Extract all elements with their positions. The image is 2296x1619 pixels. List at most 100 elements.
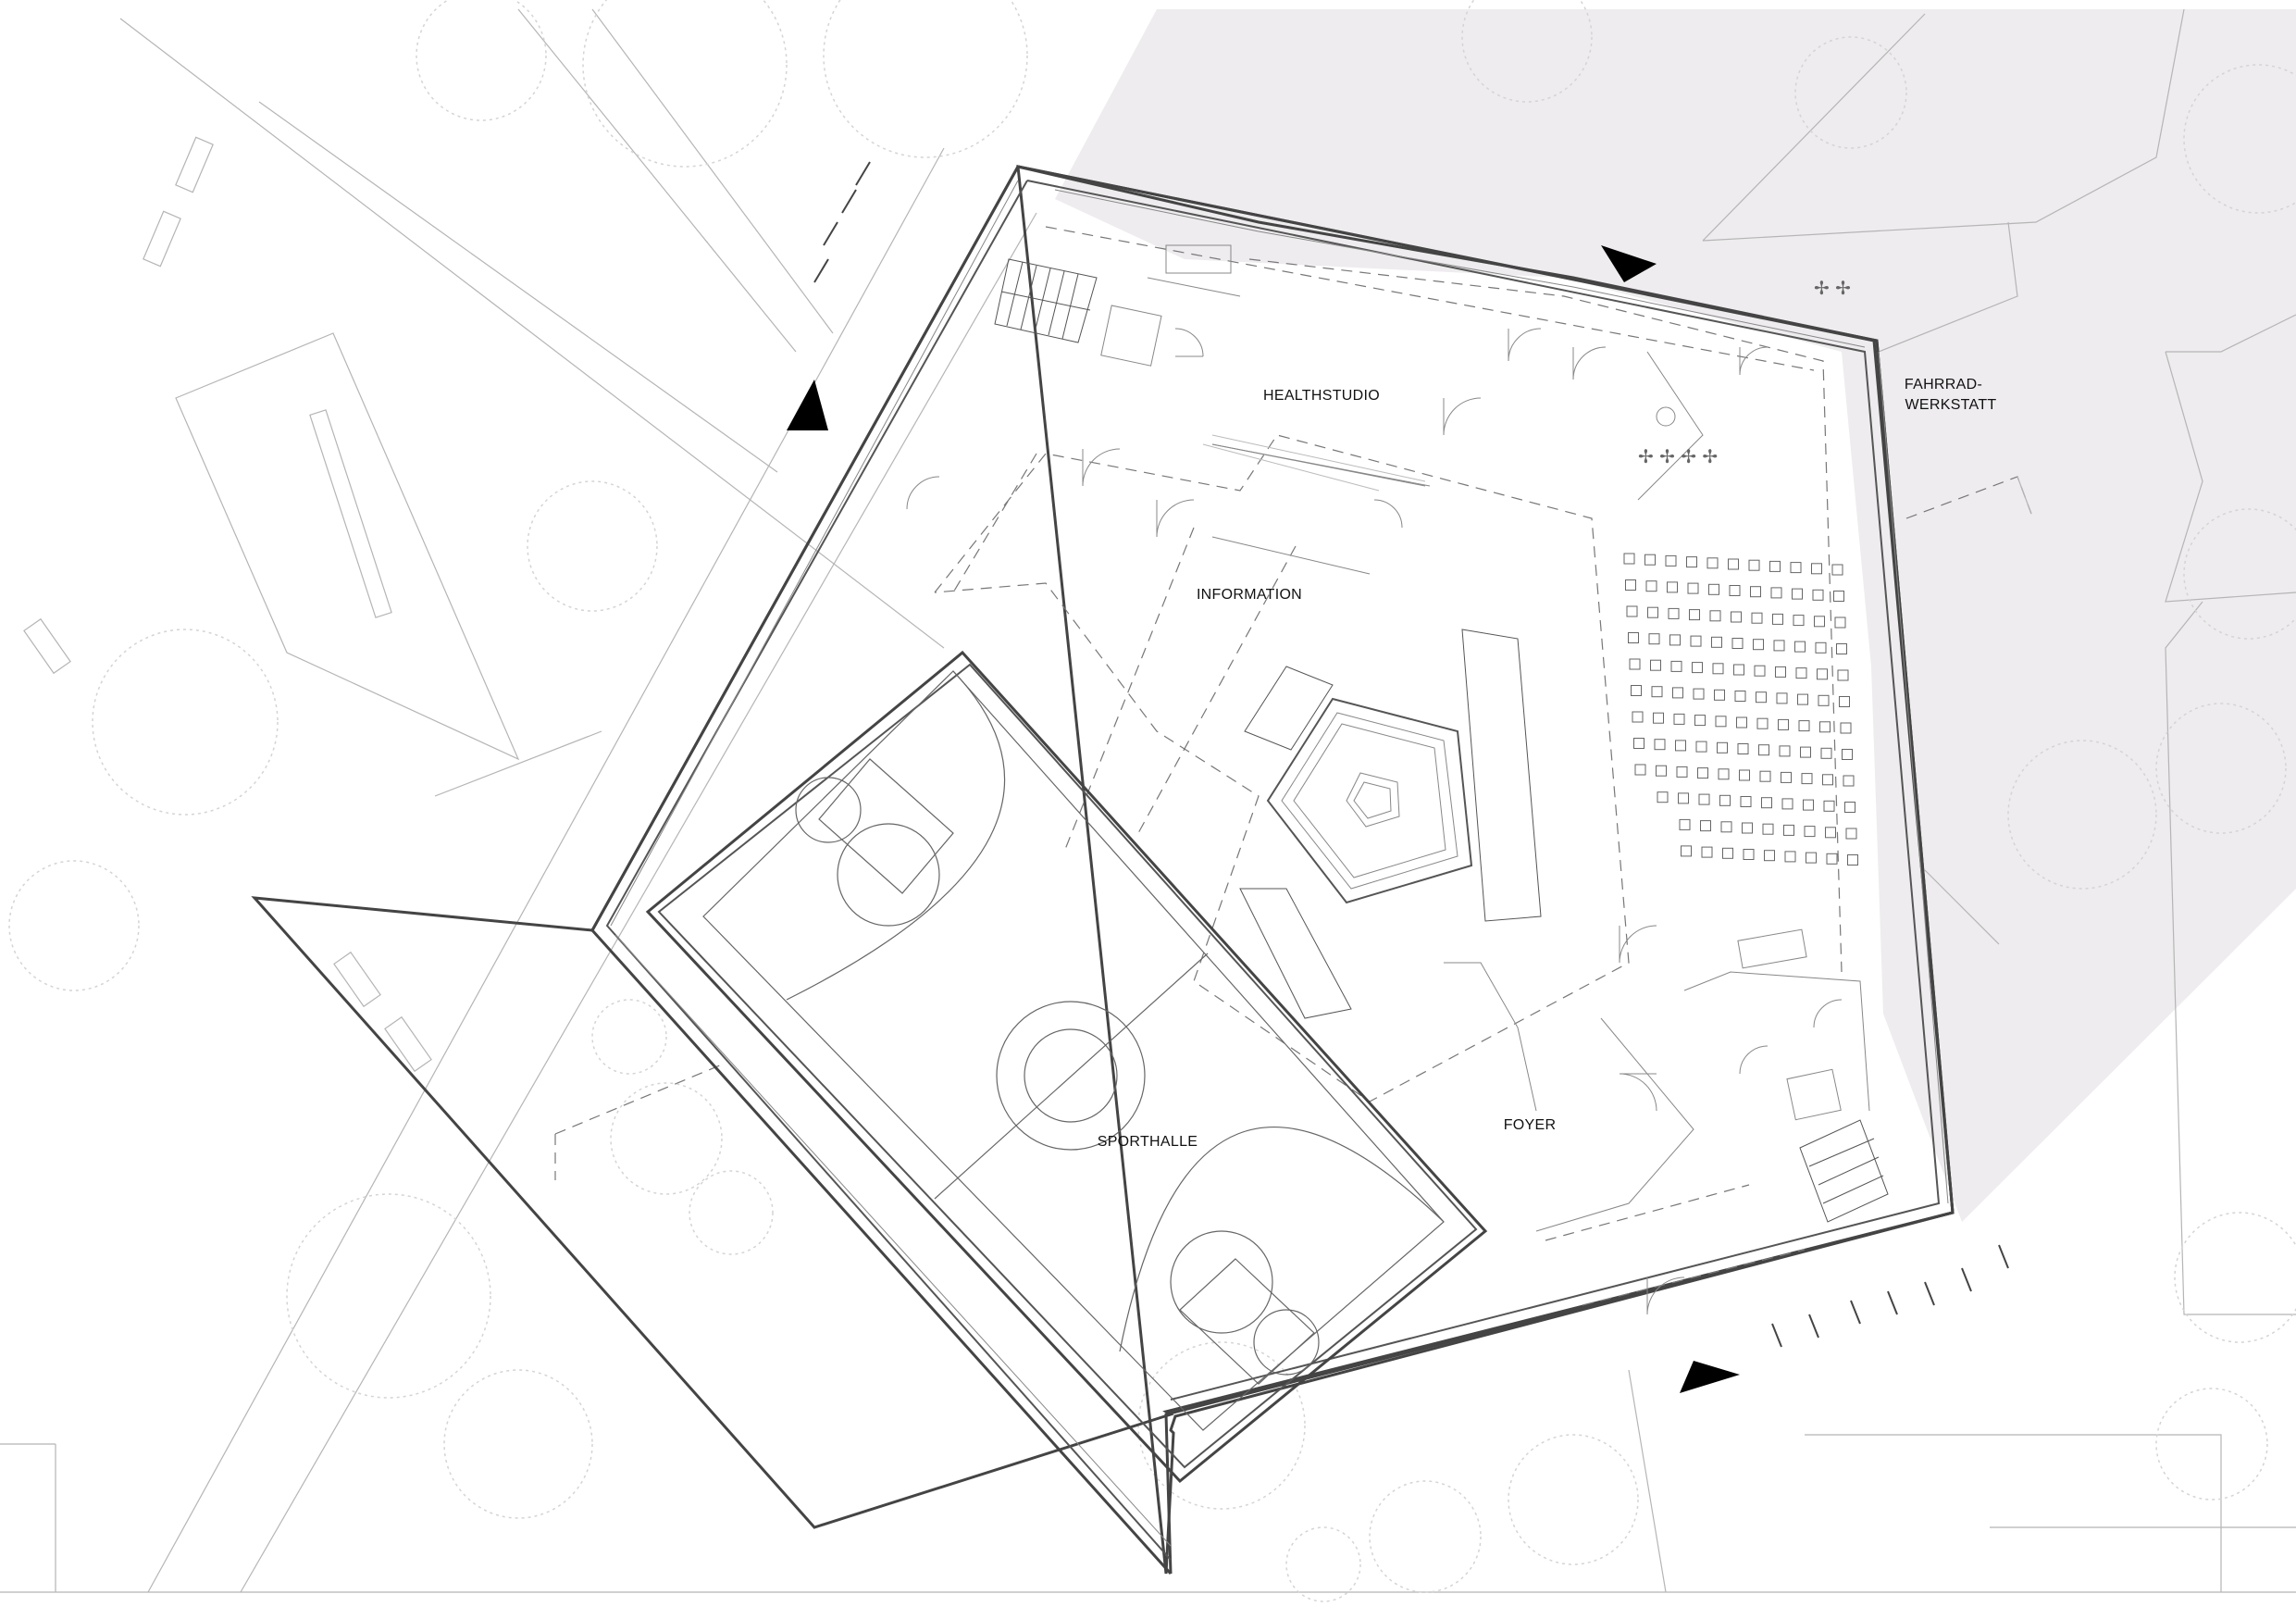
seat <box>1825 827 1836 839</box>
label-foyer: FOYER <box>1504 1117 1557 1133</box>
seat <box>1750 586 1761 598</box>
seat <box>1819 721 1831 733</box>
seat <box>1712 663 1724 675</box>
label-healthstudio: HEALTHSTUDIO <box>1263 388 1380 404</box>
seat <box>1759 770 1771 782</box>
seat <box>1690 635 1702 647</box>
seat <box>1668 607 1680 619</box>
seat <box>1784 851 1796 863</box>
seat <box>1756 717 1769 729</box>
bike-icons: ✢ ✢ ✢ ✢ ✢ ✢ <box>1638 277 1851 467</box>
label-fahrrad-line1: FAHRRAD- <box>1905 377 1982 392</box>
seat <box>1689 609 1700 621</box>
seat <box>1669 634 1681 646</box>
seat <box>1736 716 1747 729</box>
label-fahrrad-line2: WERKSTATT <box>1905 397 1997 413</box>
seat <box>1758 744 1769 756</box>
seat <box>1717 741 1728 753</box>
seat <box>1678 792 1689 804</box>
seat <box>1701 846 1713 858</box>
seat <box>1751 612 1763 624</box>
seat <box>1798 720 1810 732</box>
seat <box>1781 771 1792 783</box>
seat <box>1772 613 1783 625</box>
seat <box>1625 579 1636 591</box>
seat <box>1644 554 1656 566</box>
seat <box>1700 820 1711 832</box>
stairs <box>1239 629 1542 1019</box>
auditorium-seating <box>1623 553 1858 866</box>
seat <box>1654 739 1666 751</box>
seat <box>1839 696 1850 707</box>
seat <box>1634 764 1646 776</box>
seat <box>1776 692 1788 704</box>
seat <box>1718 768 1730 780</box>
seat <box>1822 774 1833 786</box>
seat <box>1739 769 1750 781</box>
seat <box>1676 766 1688 778</box>
seat <box>1728 558 1739 570</box>
seat <box>1754 665 1766 677</box>
seat <box>1812 589 1824 601</box>
seat <box>1729 585 1741 596</box>
seat <box>1623 553 1635 565</box>
site-context <box>0 8 2296 1593</box>
seat <box>1679 818 1691 830</box>
seat <box>1711 636 1722 648</box>
seat <box>1843 775 1855 787</box>
seat <box>1748 559 1760 571</box>
seat <box>1731 638 1744 649</box>
seat <box>1803 799 1814 811</box>
seat <box>1698 793 1710 805</box>
seat <box>1687 582 1699 594</box>
seat <box>1697 767 1708 779</box>
seat <box>1761 797 1772 809</box>
seat <box>1792 588 1803 600</box>
doors <box>906 328 1843 1315</box>
seat <box>1742 822 1753 834</box>
shaded-ground-area <box>1055 9 2296 1222</box>
seat <box>1842 749 1853 760</box>
seat <box>1648 633 1660 645</box>
seat <box>1715 716 1727 728</box>
seat <box>1681 845 1692 857</box>
seat <box>1628 632 1639 643</box>
seat <box>1793 615 1805 627</box>
svg-text:✢ ✢ ✢ ✢: ✢ ✢ ✢ ✢ <box>1638 445 1718 467</box>
seat <box>1783 824 1794 836</box>
seat <box>1762 823 1774 835</box>
seat <box>1769 560 1781 572</box>
seat <box>1823 800 1835 812</box>
seat <box>1847 854 1858 866</box>
seat <box>1773 640 1785 652</box>
seat <box>1790 562 1802 574</box>
seat <box>1817 668 1828 680</box>
seat <box>1831 564 1843 576</box>
seat <box>1775 666 1786 678</box>
entrance-arrow-west-icon <box>787 380 828 430</box>
trees <box>8 0 2296 1602</box>
seat <box>1629 658 1641 670</box>
central-pentagon <box>1266 697 1473 904</box>
entrance-arrows <box>787 245 1740 1393</box>
seat <box>1800 746 1811 758</box>
seat <box>1737 743 1749 754</box>
seat <box>1820 747 1832 759</box>
seat <box>1714 689 1725 701</box>
seat <box>1811 563 1822 575</box>
seat <box>1764 850 1775 862</box>
seat <box>1731 611 1742 623</box>
seat <box>1720 821 1732 833</box>
label-information: INFORMATION <box>1197 587 1302 603</box>
seat <box>1740 796 1752 807</box>
seat <box>1631 685 1642 696</box>
seat <box>1645 580 1657 592</box>
seat <box>1719 794 1731 806</box>
seat <box>1692 662 1703 674</box>
seat <box>1801 773 1813 785</box>
entrance-arrow-north-icon <box>1601 245 1657 282</box>
seat <box>1686 556 1697 568</box>
seat <box>1651 686 1663 698</box>
seat <box>1733 664 1744 676</box>
